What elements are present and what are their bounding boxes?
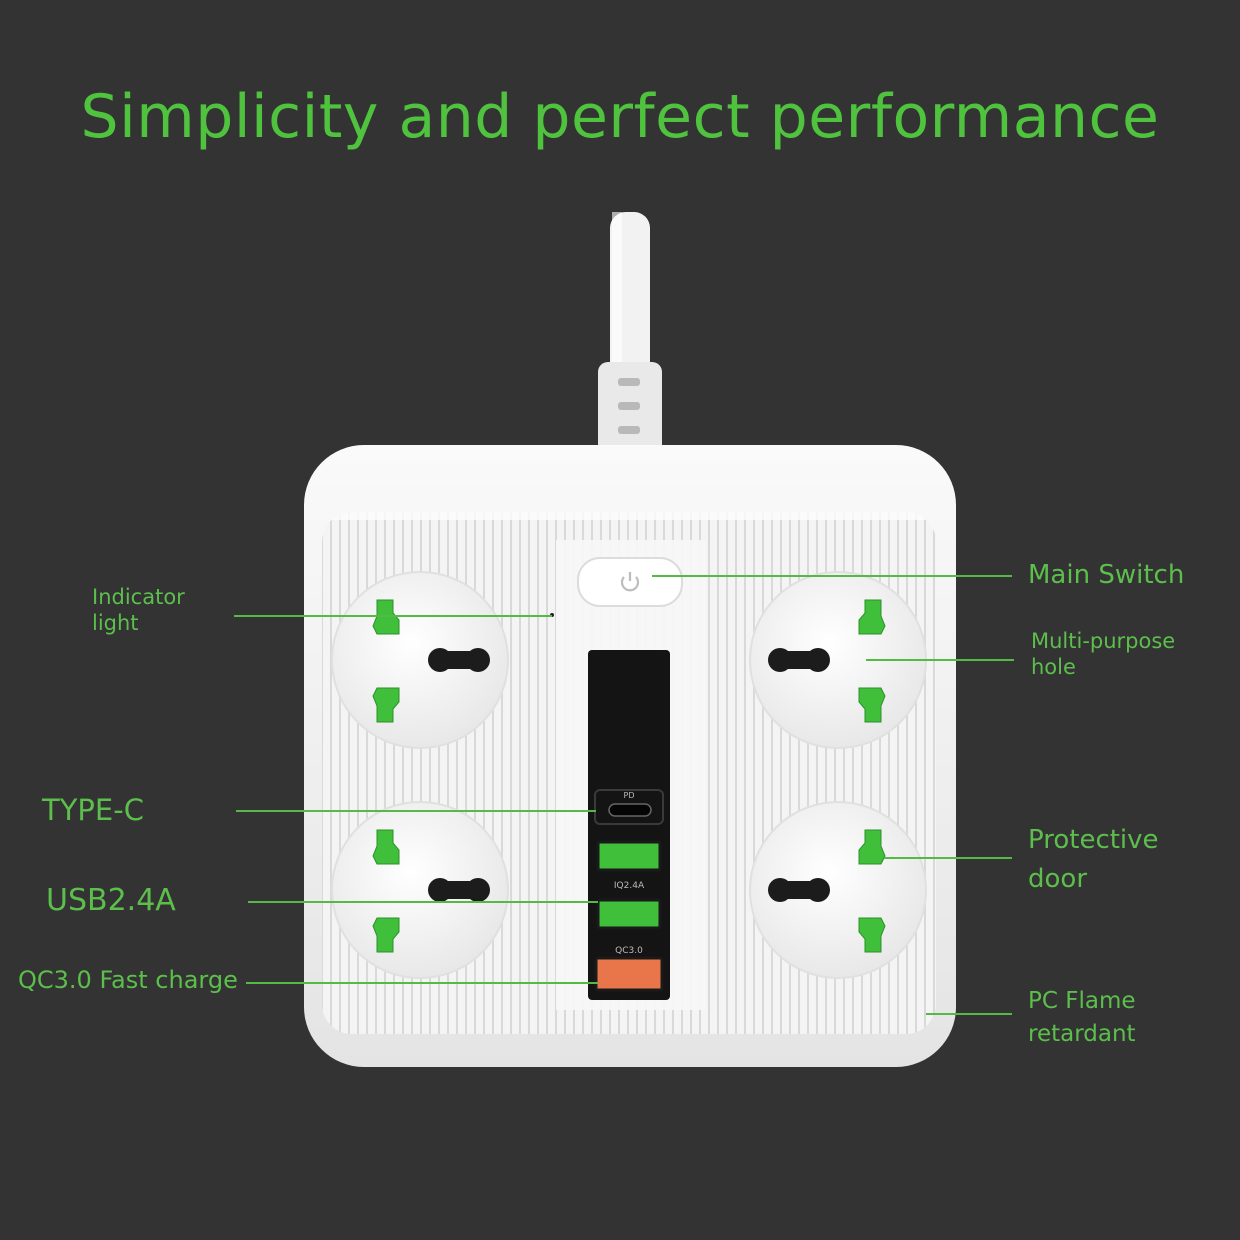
callout-main-switch: Main Switch	[1028, 560, 1185, 590]
leader-pc-flame	[926, 1013, 1012, 1015]
socket-bottom-left	[331, 801, 509, 979]
page-title: Simplicity and perfect performance	[80, 82, 1160, 152]
power-icon	[620, 572, 640, 592]
usb-rating-label: IQ2.4A	[614, 881, 645, 891]
pd-label: PD	[624, 791, 635, 800]
leader-qc	[246, 982, 598, 984]
callout-protective-door: Protective door	[1028, 825, 1159, 894]
leader-main-switch	[652, 575, 1012, 577]
socket-bottom-right	[749, 801, 927, 979]
callout-multi-purpose-hole: Multi-purpose hole	[1031, 629, 1176, 680]
callout-qc: QC3.0 Fast charge	[18, 966, 238, 994]
socket-top-right	[749, 571, 927, 749]
callout-pc-flame: PC Flame retardant	[1028, 988, 1136, 1048]
type-c-port	[608, 803, 652, 817]
qc-rating-label: QC3.0	[615, 946, 643, 956]
leader-usb	[248, 901, 598, 903]
callout-usb: USB2.4A	[46, 883, 176, 918]
callout-type-c: TYPE-C	[42, 793, 144, 827]
leader-multi-purpose-hole	[866, 659, 1014, 661]
usb-port-1	[596, 840, 662, 872]
qc-port	[594, 956, 664, 992]
usb-port-2	[596, 898, 662, 930]
main-switch-button	[577, 557, 683, 607]
callout-indicator-light: Indicator light	[92, 585, 185, 636]
leader-protective-door	[884, 857, 1012, 859]
socket-top-left	[331, 571, 509, 749]
power-cable	[598, 212, 662, 458]
leader-indicator-light	[234, 615, 552, 617]
leader-type-c	[236, 810, 596, 812]
